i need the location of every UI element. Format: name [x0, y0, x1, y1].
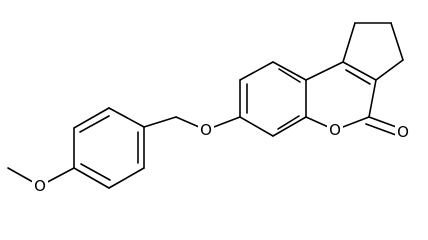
- atom-methoxy-oxygen: O: [32, 177, 48, 195]
- cyclopentane-ring: [342, 22, 404, 85]
- carbonyl-oxygen-label: O: [397, 123, 409, 141]
- atom-carbonyl-oxygen: O: [395, 123, 411, 141]
- atom-ether-oxygen: O: [198, 121, 214, 139]
- benzyloxy-linker: [143, 116, 241, 131]
- methoxyphenyl-ring: [73, 107, 145, 189]
- atom-ring-oxygen: O: [327, 121, 343, 139]
- ring-oxygen-label: O: [329, 121, 341, 139]
- benzo-ring: [239, 61, 307, 137]
- methoxy-oxygen-label: O: [34, 177, 46, 195]
- ether-oxygen-label: O: [200, 121, 212, 139]
- chemical-structure-diagram: O O O O: [7, 22, 411, 195]
